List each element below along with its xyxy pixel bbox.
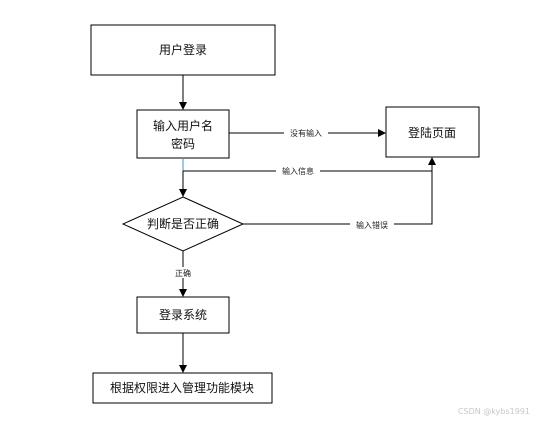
node-enter-modules-label: 根据权限进入管理功能模块	[110, 380, 254, 395]
edge-input-error-label-bg	[350, 219, 394, 230]
edge-correct-label: 正确	[175, 268, 191, 278]
node-login-page	[385, 106, 480, 158]
node-check-correct-label: 判断是否正确	[147, 216, 219, 231]
node-input-credentials-label-line1: 输入用户名	[153, 118, 213, 133]
node-input-credentials-label-line2: 密码	[171, 136, 195, 151]
watermark-text: CSDN @kybs1991	[458, 407, 530, 416]
edge-input-error-label: 输入错误	[356, 220, 388, 230]
edge-no-input-label: 没有输入	[290, 128, 322, 138]
node-login-page-label: 登陆页面	[408, 125, 456, 140]
node-login-system	[136, 296, 230, 334]
node-user-login-label: 用户登录	[159, 42, 207, 57]
edge-no-input-label-bg	[284, 127, 328, 138]
edge-input-info-label-bg	[276, 165, 320, 176]
edge-input-info-label: 输入信息	[282, 166, 314, 176]
node-login-system-label: 登录系统	[159, 307, 207, 322]
edge-check-error-to-page	[243, 171, 433, 225]
node-enter-modules	[92, 372, 273, 404]
node-user-login	[90, 24, 276, 76]
node-input-credentials	[136, 109, 230, 159]
edge-correct-label-bg	[171, 267, 195, 278]
